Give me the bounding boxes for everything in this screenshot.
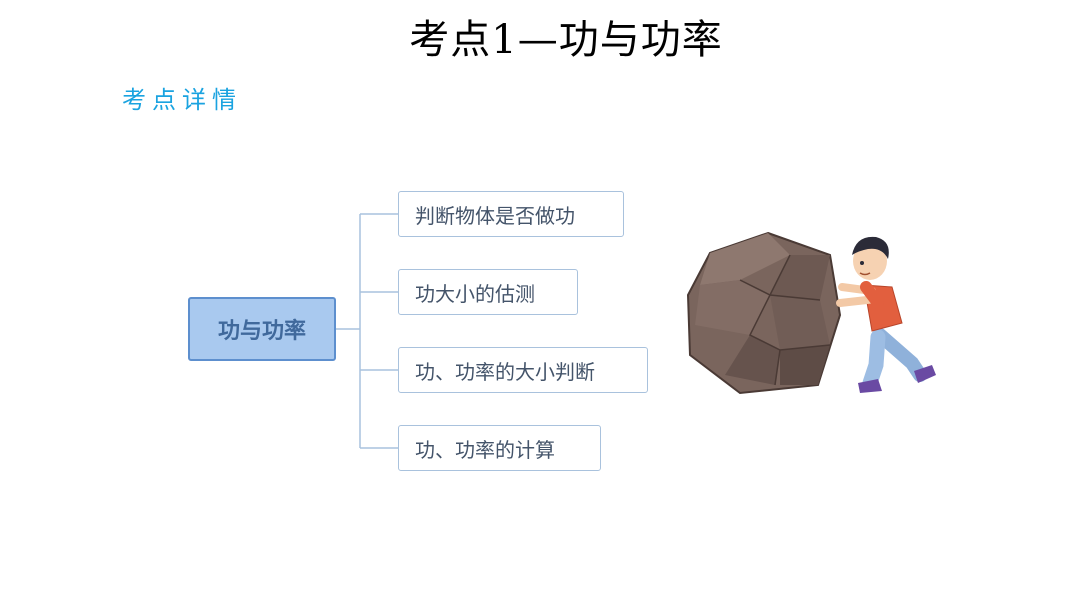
- branch-label: 判断物体是否做功: [415, 203, 575, 228]
- branch-label: 功、功率的大小判断: [415, 359, 595, 384]
- branch-label: 功大小的估测: [415, 281, 535, 306]
- mindmap-branch-1: 判断物体是否做功: [398, 191, 624, 237]
- slide-title: 考点1—功与功率: [409, 17, 723, 63]
- mindmap-root-node: 功与功率: [188, 297, 336, 361]
- mindmap-branch-4: 功、功率的计算: [398, 425, 601, 471]
- rock-image: [686, 231, 842, 395]
- boy-pushing-rock-illustration: [686, 231, 936, 395]
- mindmap-branch-2: 功大小的估测: [398, 269, 578, 315]
- boy-figure: [836, 236, 936, 393]
- mindmap-branch-3: 功、功率的大小判断: [398, 347, 648, 393]
- branch-label: 功、功率的计算: [415, 437, 555, 462]
- section-label: 考点详情: [122, 86, 242, 114]
